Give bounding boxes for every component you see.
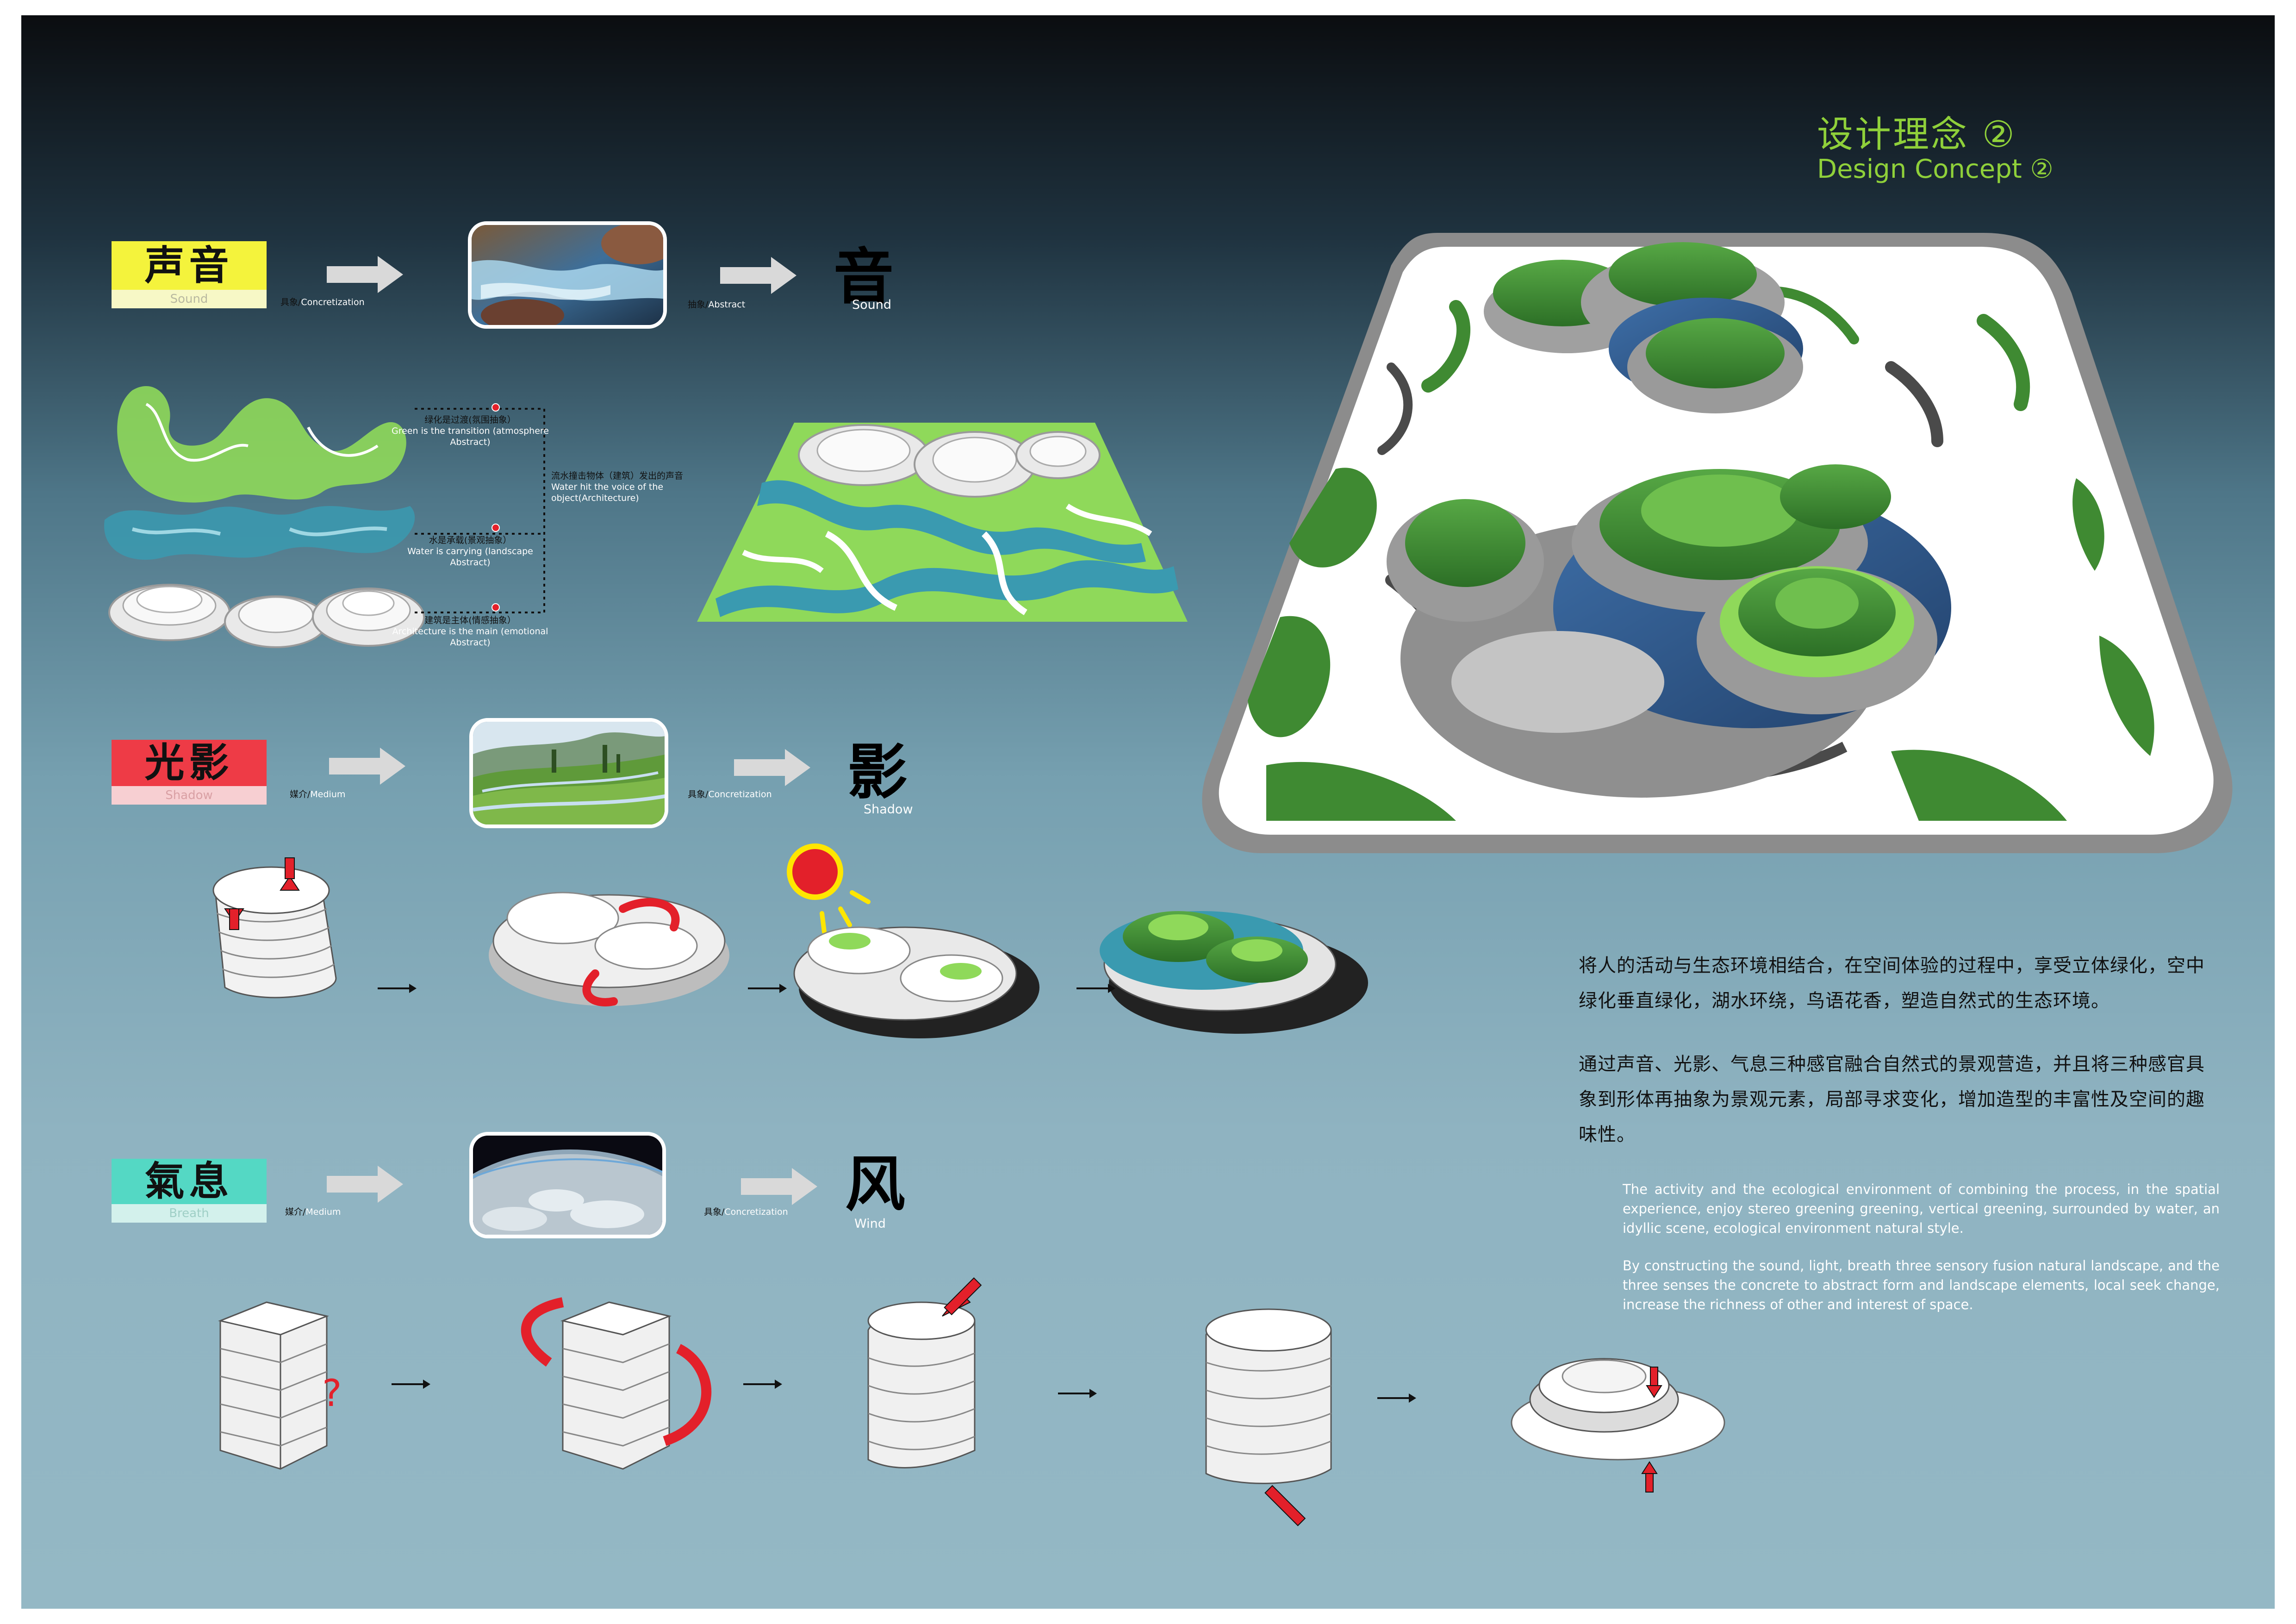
sequence-arrow-icon: [1058, 1389, 1097, 1398]
breath-arrow2-caption: 具象/Concretization: [704, 1207, 788, 1217]
annotation-water: 水是承载(景观抽象）Water is carrying (landscape A…: [407, 535, 533, 568]
gray-arrow-icon: [329, 748, 405, 785]
title-cn: 设计理念 ②: [1817, 114, 2016, 156]
description-en-p1: The activity and the ecological environm…: [1623, 1181, 2220, 1236]
shadow-arrow1-caption: 媒介/Medium: [290, 789, 346, 800]
breath-sequence: [218, 1277, 1725, 1526]
landscape-plan: [697, 423, 1188, 622]
annotation-dot: [492, 524, 500, 532]
sequence-arrow-icon: [1377, 1393, 1416, 1403]
gray-arrow-icon: [327, 256, 403, 293]
gray-arrow-icon: [327, 1166, 403, 1203]
label-shadow-en: Shadow: [112, 786, 267, 805]
label-sound: 声音 Sound: [112, 241, 267, 308]
label-shadow: 光影 Shadow: [112, 740, 267, 805]
annotation-dot: [492, 603, 500, 612]
glyph-sound-caption: Sound: [852, 298, 892, 312]
shadow-arrow2-caption: 具象/Concretization: [688, 789, 772, 800]
exploded-diagram: [104, 386, 545, 648]
gray-arrow-icon: [720, 257, 796, 294]
annotation-dot: [492, 403, 500, 412]
description-cn-p2: 通过声音、光影、气息三种感官融合自然式的景观营造，并且将三种感官具象到形体再抽象…: [1579, 1054, 2205, 1145]
sequence-arrow-icon: [392, 1380, 430, 1389]
description-cn-p1: 将人的活动与生态环境相结合，在空间体验的过程中，享受立体绿化，空中绿化垂直绿化，…: [1579, 955, 2205, 1012]
description-en-p2: By constructing the sound, light, breath…: [1623, 1258, 2220, 1312]
sequence-arrow-icon: [743, 1380, 782, 1389]
stacked-volume: [212, 857, 337, 999]
terraced-field-photo: [469, 718, 668, 828]
glyph-breath-caption: Wind: [854, 1217, 886, 1231]
sequence-arrow-icon: [1076, 984, 1115, 993]
annotation-architecture: 建筑是主体(情感抽象）Architecture is the main (emo…: [392, 615, 548, 648]
label-shadow-cn: 光影: [144, 739, 234, 786]
glyph-shadow-caption: Shadow: [864, 802, 913, 817]
river-photo: [468, 221, 667, 329]
label-sound-en: Sound: [112, 290, 267, 308]
glyph-breath: 风: [845, 1149, 905, 1219]
gray-arrow-icon: [734, 749, 810, 786]
title-en: Design Concept ②: [1817, 154, 2053, 184]
sequence-arrow-icon: [378, 984, 417, 993]
sound-arrow2-caption: 抽象/Abstract: [688, 300, 746, 310]
annotation-green: 绿化是过渡(氛围抽象）Green is the transition (atmo…: [392, 415, 549, 447]
label-breath-en: Breath: [112, 1204, 267, 1223]
glyph-sound: 音: [833, 241, 894, 312]
breath-arrow1-caption: 媒介/Medium: [285, 1207, 341, 1217]
shadow-sequence: [212, 843, 1368, 1038]
glyph-shadow: 影: [847, 737, 908, 807]
label-breath: 氣息 Breath: [112, 1159, 267, 1223]
label-sound-cn: 声音: [144, 242, 234, 289]
gray-arrow-icon: [741, 1168, 817, 1205]
sound-arrow1-caption: 具象/Concretization: [280, 297, 365, 307]
master-plan-model: [1202, 233, 2233, 853]
question-mark: ?: [322, 1372, 342, 1415]
label-breath-cn: 氣息: [144, 1158, 234, 1205]
sequence-arrow-icon: [748, 984, 787, 993]
presentation-board: 设计理念 ② Design Concept ② 声音 Sound 具象/Conc…: [21, 15, 2275, 1609]
earth-clouds-photo: [469, 1132, 666, 1238]
